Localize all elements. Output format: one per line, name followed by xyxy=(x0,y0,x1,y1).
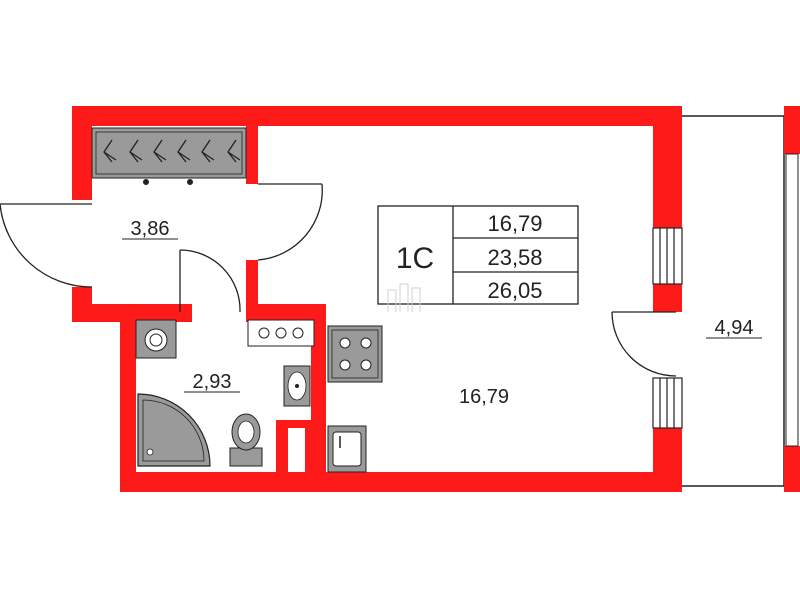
ventilation-icon xyxy=(288,428,305,472)
wardrobe-icon xyxy=(91,127,247,185)
total-area-value: 23,58 xyxy=(487,245,542,270)
washbasin-icon xyxy=(283,365,311,407)
door-balcony xyxy=(611,311,677,377)
kitchen-sink-icon xyxy=(327,425,367,473)
room-label-hall: 3,86 xyxy=(131,218,170,240)
room-label-bathroom: 2,93 xyxy=(193,371,232,393)
living-area-value: 16,79 xyxy=(487,211,542,236)
toilet-icon xyxy=(229,413,263,467)
window-upper xyxy=(652,227,683,285)
label-underlines xyxy=(122,238,762,393)
stove-icon xyxy=(327,325,383,383)
walls xyxy=(72,106,682,492)
watermark xyxy=(387,283,421,312)
shower-icon xyxy=(137,393,211,467)
room-label-main: 16,79 xyxy=(459,386,509,408)
room-label-balcony: 4,94 xyxy=(715,317,754,339)
balcony-rails xyxy=(784,106,800,492)
door-entrance xyxy=(0,203,93,288)
washing-machine-icon xyxy=(135,319,177,359)
summary-table xyxy=(377,205,579,305)
total-with-balcony-value: 26,05 xyxy=(487,278,542,303)
door-room xyxy=(257,183,323,261)
apartment-type: 1С xyxy=(396,242,434,275)
ventilation-grille xyxy=(247,319,315,347)
window-lower xyxy=(652,377,683,429)
door-bathroom xyxy=(179,249,241,313)
balcony-frame xyxy=(682,115,791,487)
